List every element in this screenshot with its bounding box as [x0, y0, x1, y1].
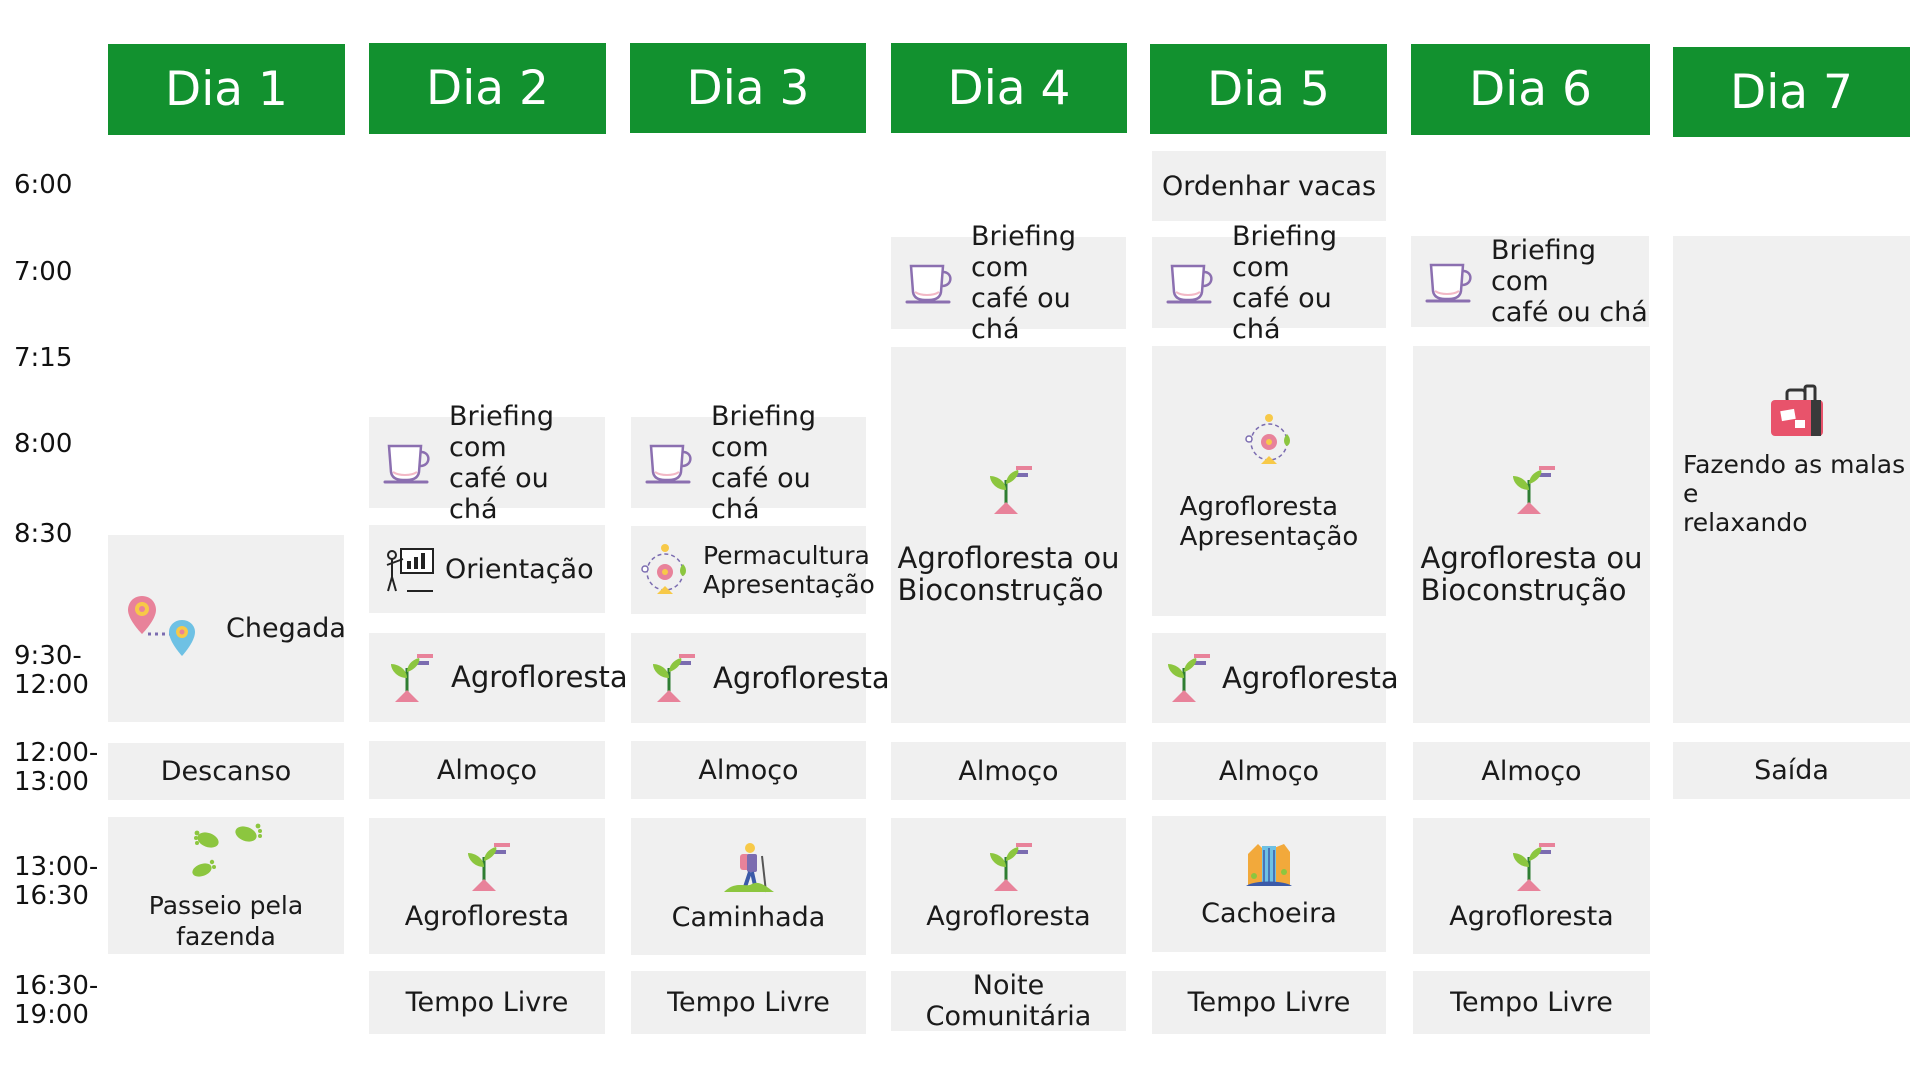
activity-agrofloresta: Agrofloresta [631, 633, 890, 723]
plant-sprout-icon [982, 841, 1036, 893]
activity-agrofloresta: Agrofloresta [1413, 818, 1650, 954]
activity-briefing: Briefing com café ou chá [1152, 221, 1386, 345]
activity-agro-bio: Agrofloresta ou Bioconstrução [1413, 346, 1650, 723]
activity-tempo-livre: Tempo Livre [369, 971, 605, 1034]
activity-briefing: Briefing com café ou chá [891, 221, 1126, 345]
time-label: 13:00- 16:30 [14, 852, 99, 911]
activity-label: Briefing com café ou chá [711, 400, 816, 525]
activity-agrofloresta: Agrofloresta [369, 818, 605, 954]
activity-label: Agrofloresta [404, 900, 570, 932]
activity-label: Agrofloresta [926, 900, 1091, 932]
tea-cup-icon [1166, 258, 1218, 308]
day-header-4: Dia 4 [891, 43, 1127, 133]
activity-almoco: Almoço [1413, 742, 1650, 800]
time-label: 8:30 [14, 519, 73, 549]
activity-tempo-livre: Tempo Livre [1413, 971, 1650, 1034]
tea-cup-icon [645, 438, 697, 488]
activity-agrofloresta: Agrofloresta [369, 633, 628, 722]
activity-cachoeira: Cachoeira [1152, 816, 1386, 952]
activity-label: Orientação [445, 553, 594, 585]
activity-label: Agrofloresta ou Bioconstrução [897, 541, 1120, 607]
time-label: 7:00 [14, 257, 73, 287]
map-route-icon [126, 592, 198, 666]
day-header-7: Dia 7 [1673, 47, 1910, 137]
day-header-5: Dia 5 [1150, 44, 1387, 134]
time-label: 8:00 [14, 429, 73, 459]
activity-label: Agrofloresta Apresentação [1179, 492, 1359, 552]
activity-label: Briefing com café ou chá [1232, 220, 1337, 345]
activity-almoco: Almoço [1152, 742, 1386, 800]
plant-sprout-icon [982, 464, 1036, 516]
activity-label: Agrofloresta [713, 660, 890, 695]
plant-sprout-icon [1505, 464, 1559, 516]
activity-label: Fazendo as malas e relaxando [1683, 450, 1906, 537]
activity-orientacao: Orientação [369, 525, 605, 613]
activity-label: Briefing com café ou chá [971, 221, 1076, 345]
activity-caminhada: Caminhada [631, 818, 866, 955]
activity-briefing: Briefing com café ou chá [631, 401, 866, 525]
footprints-icon [186, 820, 266, 886]
tea-cup-icon [1425, 257, 1477, 307]
waterfall-icon [1244, 840, 1294, 890]
activity-tempo-livre: Tempo Livre [631, 971, 866, 1034]
activity-label: Caminhada [671, 902, 826, 933]
activity-tempo-livre: Tempo Livre [1152, 971, 1386, 1034]
day-header-6: Dia 6 [1411, 44, 1650, 135]
activity-label: Chegada [226, 613, 346, 644]
activity-label: Agrofloresta [1222, 660, 1399, 695]
activity-almoco: Almoço [369, 741, 605, 799]
activity-label: Permacultura Apresentação [703, 541, 875, 599]
time-label: 7:15 [14, 343, 73, 373]
time-label: 9:30- 12:00 [14, 641, 89, 700]
activity-almoco: Almoço [631, 741, 866, 799]
plant-sprout-icon [1160, 652, 1214, 704]
day-header-1: Dia 1 [108, 44, 345, 135]
activity-label: Passeio pela fazenda [148, 890, 304, 951]
activity-briefing: Briefing com café ou chá [369, 401, 605, 525]
activity-ordenhar: Ordenhar vacas [1152, 151, 1386, 221]
activity-descanso: Descanso [108, 743, 344, 800]
activity-saida: Saída [1673, 742, 1910, 799]
activity-permacultura: Permacultura Apresentação [631, 526, 875, 614]
activity-label: Agrofloresta ou Bioconstrução [1420, 540, 1643, 607]
activity-label: Briefing com café ou chá [1491, 235, 1648, 328]
day-header-3: Dia 3 [630, 43, 866, 133]
hiker-icon [722, 840, 776, 896]
plant-sprout-icon [460, 841, 514, 893]
activity-briefing: Briefing com café ou chá [1411, 235, 1649, 328]
activity-label: Cachoeira [1201, 897, 1337, 929]
permaculture-cycle-icon [1239, 410, 1299, 470]
tea-cup-icon [905, 258, 957, 308]
time-label: 12:00- 13:00 [14, 738, 99, 797]
activity-passeio: Passeio pela fazenda [108, 817, 344, 954]
activity-noite-comunitaria: Noite Comunitária [891, 970, 1126, 1032]
activity-agro-bio: Agrofloresta ou Bioconstrução [891, 347, 1126, 723]
presentation-icon [383, 545, 437, 593]
activity-label: Agrofloresta [451, 660, 628, 694]
time-label: 6:00 [14, 170, 73, 200]
activity-almoco: Almoço [891, 742, 1126, 800]
plant-sprout-icon [383, 652, 437, 704]
activity-agrofloresta: Agrofloresta [891, 818, 1126, 954]
activity-chegada: Chegada [108, 535, 346, 722]
activity-label: Briefing com café ou chá [449, 400, 554, 525]
activity-malas: Fazendo as malas e relaxando [1673, 236, 1910, 723]
activity-agro-apresentacao: Agrofloresta Apresentação [1152, 346, 1386, 616]
activity-label: Agrofloresta [1449, 900, 1614, 932]
plant-sprout-icon [645, 652, 699, 704]
tea-cup-icon [383, 438, 435, 488]
activity-agrofloresta: Agrofloresta [1152, 633, 1399, 723]
plant-sprout-icon [1505, 841, 1559, 893]
time-label: 16:30- 19:00 [14, 971, 99, 1030]
permaculture-cycle-icon [635, 540, 695, 600]
day-header-2: Dia 2 [369, 43, 606, 134]
suitcase-icon [1767, 384, 1827, 440]
